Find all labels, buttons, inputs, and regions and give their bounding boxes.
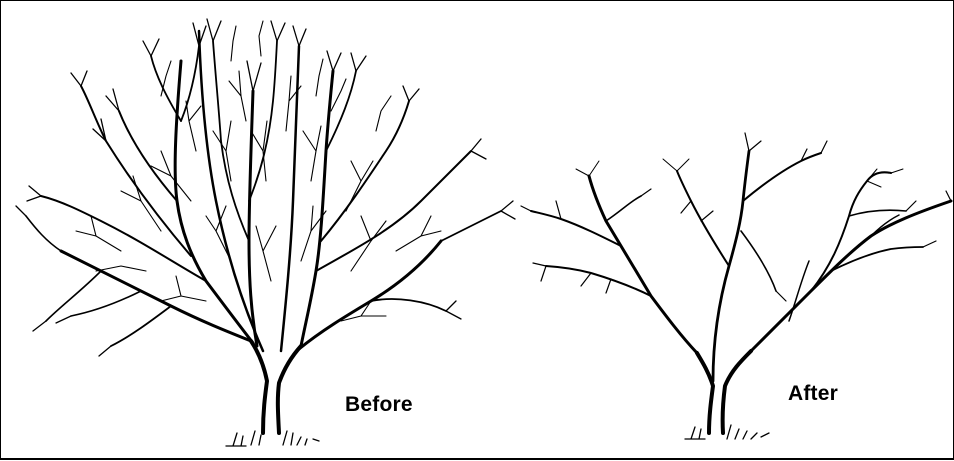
tree-after [521, 133, 951, 439]
tree-before [16, 19, 515, 446]
after-label: After [788, 382, 838, 406]
before-label: Before [345, 393, 413, 417]
